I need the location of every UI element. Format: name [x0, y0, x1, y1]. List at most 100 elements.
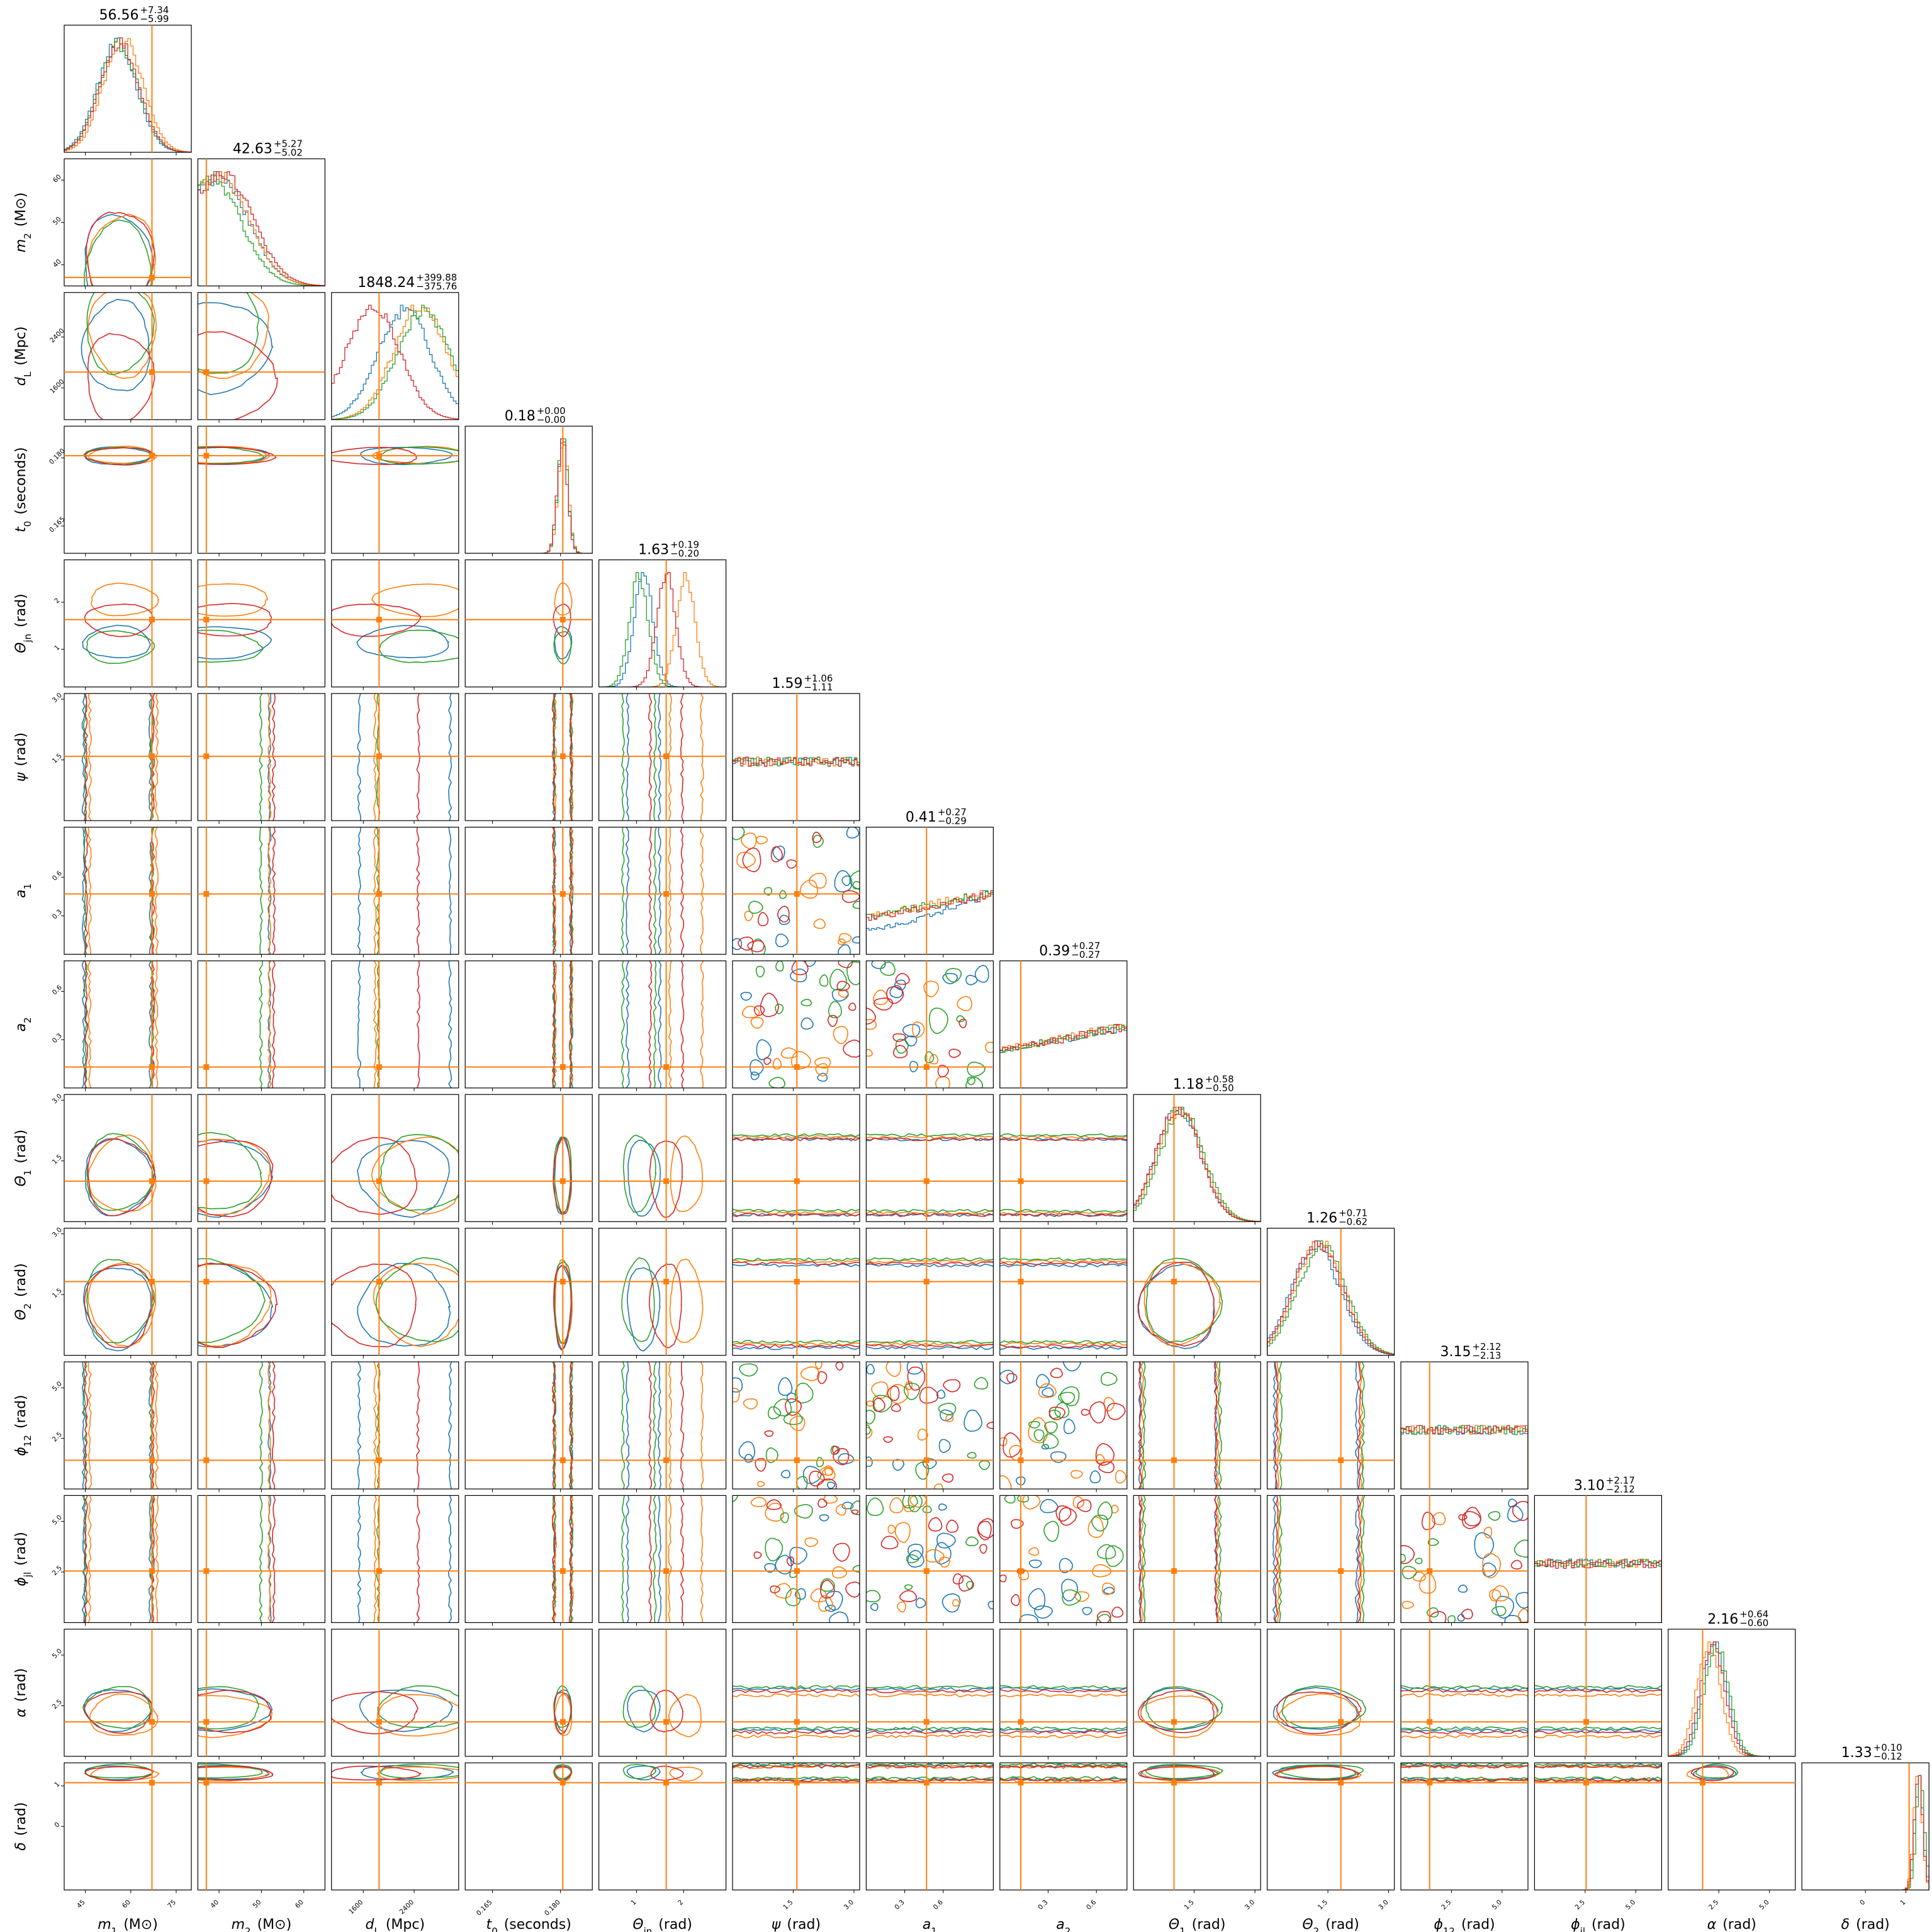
noise-contour	[934, 1542, 952, 1565]
credible-contour	[1140, 1695, 1218, 1738]
credible-band-edge	[149, 694, 153, 821]
credible-band-edge	[1534, 1778, 1662, 1783]
credible-contour	[622, 1763, 657, 1779]
panel-frame	[464, 1629, 593, 1757]
credible-contour	[86, 630, 155, 664]
credible-band-edge	[1401, 1685, 1528, 1690]
truth-marker	[149, 274, 155, 281]
credible-band-edge	[999, 1133, 1127, 1138]
noise-contour	[1059, 1507, 1077, 1526]
credible-band-edge	[653, 694, 657, 821]
noise-contour	[1077, 1499, 1092, 1512]
credible-band-edge	[1359, 1495, 1364, 1623]
truth-marker	[1018, 1719, 1024, 1725]
credible-band-edge	[621, 1362, 626, 1489]
truth-marker	[559, 1279, 566, 1285]
truth-marker	[1338, 1780, 1344, 1786]
contour-panel-theta2-m2	[197, 1227, 325, 1359]
contour-panel-theta2-theta1	[1133, 1227, 1261, 1359]
noise-contour	[935, 1076, 951, 1088]
noise-contour	[1041, 1444, 1050, 1450]
contour-panel-a1-m2	[197, 826, 325, 958]
credible-contour	[86, 211, 155, 286]
credible-band-edge	[653, 1495, 657, 1623]
noise-contour	[785, 1398, 802, 1416]
title-minus: −0.00	[537, 414, 566, 425]
noise-contour	[904, 1584, 913, 1590]
contour-panel-phijl-t0	[464, 1495, 593, 1626]
title-a1: 0.41	[906, 809, 936, 825]
panel-frame	[331, 960, 459, 1089]
panel-frame	[999, 1227, 1128, 1356]
title-plus: +0.27	[938, 806, 967, 817]
axis-label-phijl: ϕjl (rad)	[1571, 1917, 1626, 1932]
panel-frame	[197, 559, 325, 688]
panel-frame	[1266, 1227, 1395, 1356]
noise-contour	[1010, 1519, 1024, 1529]
credible-contour	[198, 446, 270, 464]
x-tick-label: 50	[252, 1899, 263, 1910]
noise-contour	[873, 997, 894, 1011]
noise-contour	[827, 1014, 838, 1027]
panel-frame	[1400, 1361, 1529, 1490]
truth-marker	[1427, 1780, 1433, 1786]
noise-contour	[871, 1381, 889, 1399]
credible-band-edge	[1276, 1495, 1281, 1623]
credible-band-edge	[658, 1495, 662, 1623]
noise-contour	[866, 1427, 873, 1439]
credible-band-edge	[267, 1362, 272, 1489]
credible-band-edge	[866, 1257, 994, 1262]
credible-contour	[1274, 1765, 1360, 1781]
histogram-series-3	[1534, 1558, 1662, 1623]
credible-contour	[376, 1693, 459, 1737]
credible-contour	[331, 1691, 419, 1734]
contour-panel-alpha-m2	[197, 1629, 325, 1760]
axis-label-theta_jn: Θjn (rad)	[632, 1917, 692, 1932]
truth-marker	[1171, 1279, 1177, 1285]
credible-band-edge	[447, 1495, 452, 1623]
noise-contour	[815, 1362, 823, 1369]
panel-frame	[331, 693, 459, 821]
y-tick-label: 0.3	[51, 1032, 64, 1045]
contour-panel-m2-m1	[61, 158, 192, 289]
contour-panel-alpha-dL	[331, 1629, 459, 1760]
credible-contour	[198, 302, 274, 395]
x-tick-label: 0.6	[932, 1899, 945, 1912]
contour-panel-phi12-m2	[197, 1361, 325, 1492]
noise-contour	[967, 1061, 986, 1077]
axis-label-theta1: Θ1 (rad)	[1169, 1917, 1226, 1932]
panel-frame	[598, 826, 727, 955]
credible-band-edge	[568, 694, 573, 821]
credible-band-edge	[271, 1495, 276, 1623]
noise-contour	[848, 1003, 856, 1011]
credible-contour	[198, 446, 265, 465]
credible-band-edge	[1355, 1495, 1359, 1623]
title-m2: 42.63	[233, 141, 272, 157]
title-m1: 56.56	[99, 8, 139, 23]
truth-marker	[376, 753, 382, 760]
noise-contour	[905, 1035, 918, 1047]
panel-frame	[999, 1629, 1128, 1757]
credible-band-edge	[733, 1257, 860, 1262]
truth-marker	[149, 1064, 155, 1070]
panel-frame	[331, 1495, 459, 1623]
credible-band-edge	[1214, 1495, 1218, 1623]
x-tick-label: 1.5	[782, 1899, 794, 1911]
truth-marker	[794, 1719, 800, 1725]
truth-marker	[663, 1568, 670, 1574]
credible-band-edge	[154, 1362, 159, 1489]
noise-contour	[852, 901, 860, 909]
title-minus: −2.13	[1472, 1350, 1501, 1361]
histogram-series-3	[733, 756, 860, 821]
noise-contour	[1464, 1507, 1481, 1527]
y-tick-label: 1.5	[51, 1287, 64, 1300]
histogram-series-3	[1133, 1106, 1261, 1222]
truth-marker	[376, 891, 382, 897]
noise-contour	[802, 1466, 822, 1485]
x-tick-label: 1600	[347, 1899, 364, 1916]
noise-contour	[1048, 1407, 1066, 1420]
histogram-series-3	[198, 171, 325, 286]
credible-band-edge	[625, 960, 630, 1088]
noise-contour	[895, 1038, 909, 1054]
credible-band-edge	[167, 1495, 171, 1622]
